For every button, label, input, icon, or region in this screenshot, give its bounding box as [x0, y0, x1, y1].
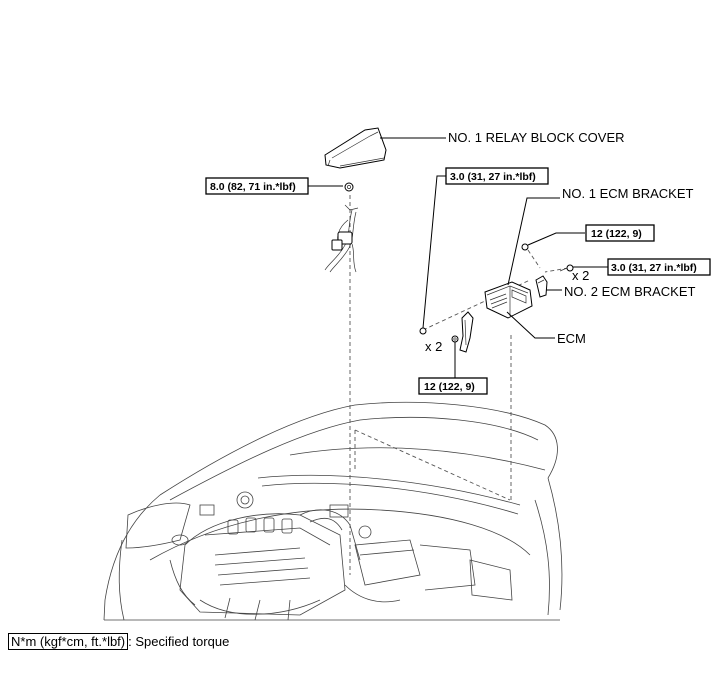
lower-nut	[451, 335, 459, 343]
no2-ecm-bracket	[535, 275, 548, 298]
relay-nut	[344, 182, 354, 192]
left-bolt	[419, 327, 427, 335]
legend-sample-box: N*m (kgf*cm, ft.*lbf)	[8, 633, 129, 650]
leader-ecm	[506, 311, 555, 339]
leader-no1-ecm-bracket	[507, 197, 560, 286]
torque-box-relay	[205, 177, 309, 195]
car-body-outline	[103, 402, 563, 621]
torque-box-lower-nut	[418, 377, 488, 395]
no1-ecm-bracket	[459, 311, 474, 353]
torque-box-upper-nut	[585, 224, 655, 242]
upper-nut	[521, 243, 529, 251]
torque-relay-nut: 8.0 (82, 71 in.*lbf)	[210, 181, 296, 193]
torque-left-bolt: 3.0 (31, 27 in.*lbf)	[450, 171, 536, 183]
torque-lower-nut: 12 (122, 9)	[424, 381, 475, 393]
leader-torque-upper-nut	[527, 232, 585, 246]
leader-torque-left-bolt	[422, 175, 446, 329]
engine-components	[169, 491, 513, 621]
wire-harness	[324, 204, 359, 273]
torque-box-right-bolt	[607, 258, 711, 276]
ecm-unit	[484, 281, 533, 319]
torque-right-bolt: 3.0 (31, 27 in.*lbf)	[611, 262, 697, 274]
right-bolt	[559, 264, 574, 272]
label-no2-ecm-bracket: NO. 2 ECM BRACKET	[564, 284, 696, 299]
torque-upper-nut: 12 (122, 9)	[591, 228, 642, 240]
label-no1-ecm-bracket: NO. 1 ECM BRACKET	[562, 186, 694, 201]
qty-right-bolts: x 2	[572, 268, 589, 283]
torque-box-left-bolt	[445, 167, 549, 185]
label-ecm: ECM	[557, 331, 586, 346]
label-relay-block-cover: NO. 1 RELAY BLOCK COVER	[448, 130, 625, 145]
torque-legend: N*m (kgf*cm, ft.*lbf): Specified torque	[8, 633, 230, 650]
legend-text: : Specified torque	[128, 634, 230, 649]
qty-left-bolts: x 2	[425, 339, 442, 354]
relay-block-cover	[324, 127, 387, 169]
